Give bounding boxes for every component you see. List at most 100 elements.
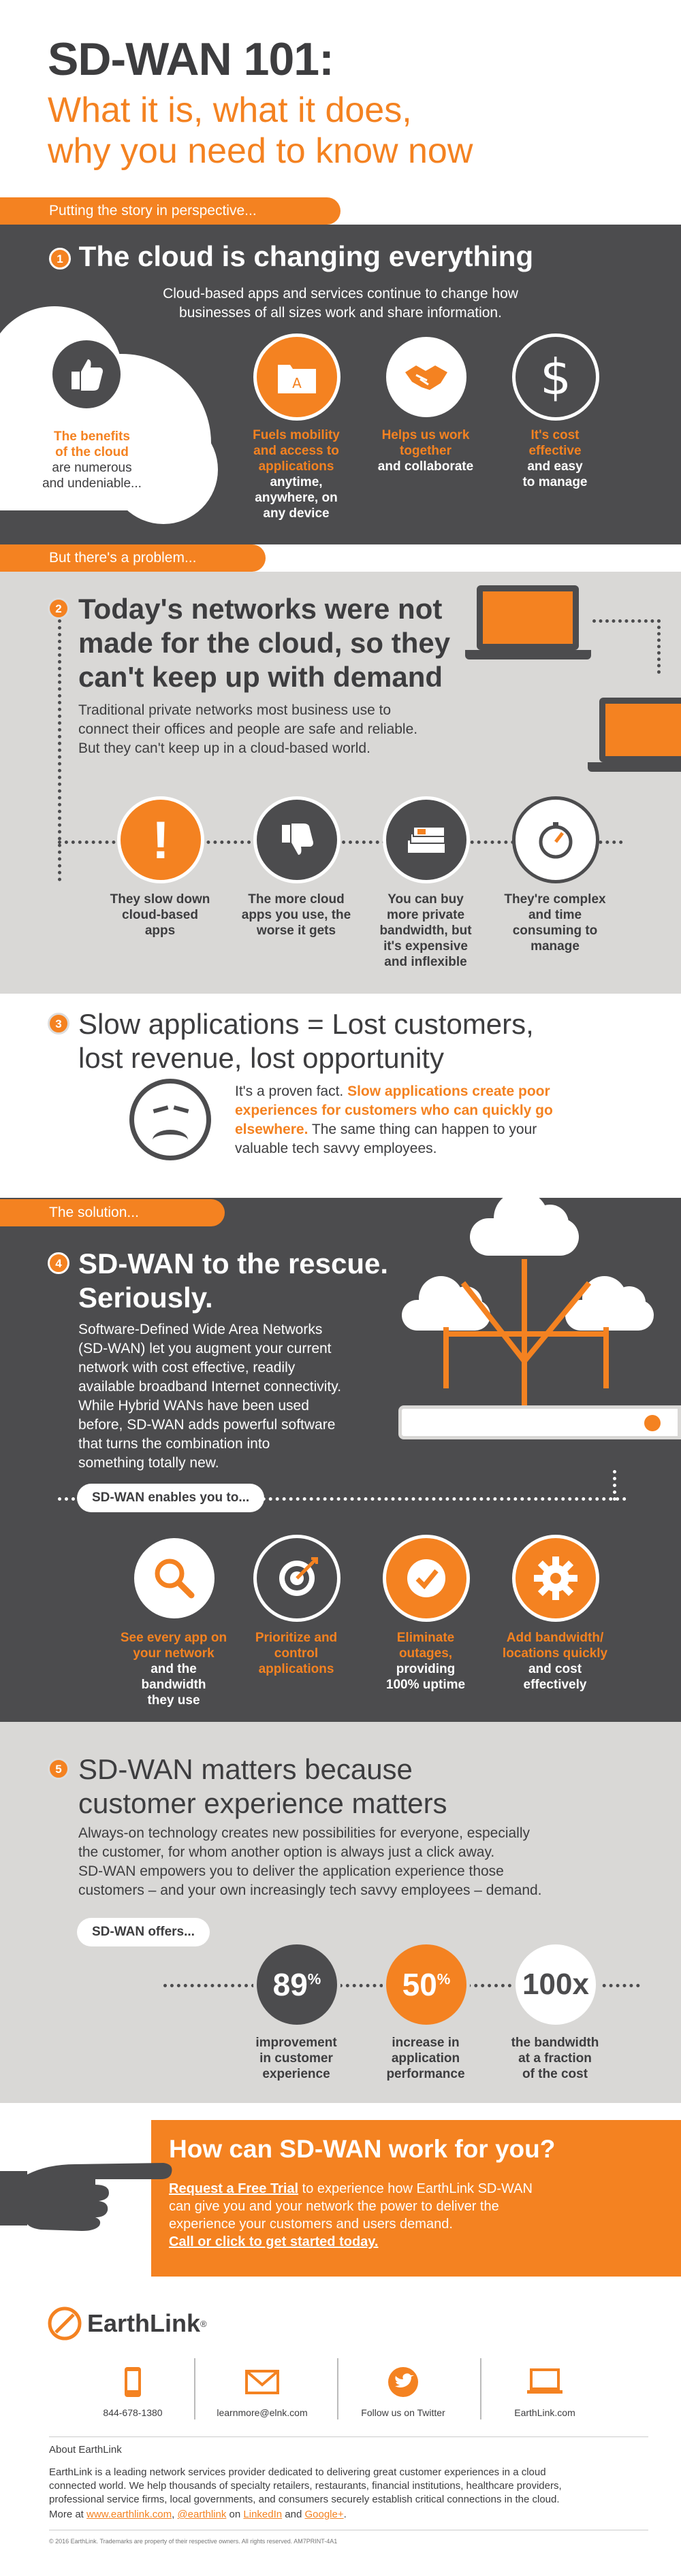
twitter-icon <box>388 2367 418 2397</box>
enables-prioritize: Prioritize and control applications <box>232 1630 361 1677</box>
googleplus-link[interactable]: Google+ <box>304 2509 344 2520</box>
section1-title: 1 The cloud is changing everything <box>49 240 533 274</box>
section2-body-line-1: Traditional private networks most busine… <box>78 702 392 718</box>
contact-row <box>65 2358 616 2419</box>
problem-more-apps: The more cloud apps you use, the worse i… <box>232 892 361 939</box>
intro-line-2: businesses of all sizes work and share i… <box>179 305 502 321</box>
problem-3-line-1: You can buy <box>387 892 464 907</box>
section-number-1: 1 <box>49 247 71 270</box>
more-sep-1: , <box>172 2509 178 2520</box>
twitter-handle-link[interactable]: @earthlink <box>177 2509 227 2520</box>
stat-1-line-2: in customer <box>259 2051 333 2066</box>
more-prefix: More at <box>49 2509 87 2520</box>
section3-text-c2: valuable tech savvy employees. <box>235 1141 437 1156</box>
section2-body-line-3: But they can't keep up in a cloud-based … <box>78 740 370 756</box>
contact-phone[interactable]: 844-678-1380 <box>68 2365 197 2418</box>
section4-body-line-6: before, SD-WAN adds powerful software <box>78 1417 336 1433</box>
about-title: About EarthLink <box>49 2444 122 2456</box>
dotted-connector <box>657 619 661 674</box>
cta-text-2: can give you and your network the power … <box>169 2199 499 2214</box>
section4-body: Software-Defined Wide Area Networks(SD-W… <box>78 1320 405 1473</box>
contact-email[interactable]: learnmore@elnk.com <box>197 2365 327 2418</box>
section3-title-line-1: Slow applications = Lost customers, <box>78 1008 534 1040</box>
svg-text:A: A <box>292 375 302 391</box>
tab-perspective: Putting the story in perspective... <box>0 197 340 225</box>
benefit-2-line-2: together <box>400 444 452 458</box>
linkedin-link[interactable]: LinkedIn <box>243 2509 283 2520</box>
section4-title-line-2: Seriously. <box>78 1282 213 1314</box>
section4-body-line-5: While Hybrid WANs have been used <box>78 1398 309 1414</box>
stat-app-performance: increase in application performance <box>361 2035 490 2082</box>
section3-text-b2: experiences for customers who can quickl… <box>235 1103 553 1118</box>
stat-circle: 89% <box>253 1941 340 2028</box>
section5-body: Always-on technology creates new possibi… <box>78 1824 664 1900</box>
stat-2-line-1: increase in <box>392 2036 460 2050</box>
earthlink-brand: EarthLink <box>87 2309 201 2337</box>
phone-icon <box>125 2367 141 2397</box>
benefit-1-line-4: anytime, <box>270 475 323 489</box>
section2-title-line-1: Today's networks were not <box>78 593 443 625</box>
section3-title: Slow applications = Lost customers, lost… <box>78 1007 534 1075</box>
enable-3-line-3: providing <box>396 1662 456 1676</box>
section2-body-line-2: connect their offices and people are saf… <box>78 721 418 737</box>
section-number-4: 4 <box>48 1252 69 1274</box>
footer: EarthLink® 844-678-1380 learnmore@elnk.c… <box>0 2277 681 2576</box>
section4-body-line-7: that turns the combination into <box>78 1436 270 1452</box>
contact-website[interactable]: EarthLink.com <box>480 2365 609 2418</box>
problem-complex: They're complex and time consuming to ma… <box>490 892 620 954</box>
call-to-action: How can SD-WAN work for you? Request a F… <box>0 2120 681 2277</box>
problem-3-line-2: more private <box>386 908 465 922</box>
problem-4-line-2: and time <box>528 908 582 922</box>
enable-4-line-3: and cost <box>528 1662 582 1676</box>
dollar-icon: $ <box>512 333 599 421</box>
checkmark-icon <box>383 1535 470 1622</box>
section4-body-line-3: network with cost effective, readily <box>78 1360 296 1375</box>
dotted-connector <box>58 841 623 844</box>
contact-website-label: EarthLink.com <box>514 2407 575 2418</box>
stat-1-value: 89 <box>272 1967 308 2002</box>
request-trial-link[interactable]: Request a Free Trial <box>169 2181 299 2196</box>
stat-1-line-1: improvement <box>255 2036 337 2050</box>
section4-body-line-2: (SD-WAN) let you augment your current <box>78 1341 332 1356</box>
more-sep-3: and <box>282 2509 305 2520</box>
stat-bandwidth: the bandwidth at a fraction of the cost <box>490 2035 620 2082</box>
website-link[interactable]: www.earthlink.com <box>86 2509 172 2520</box>
section2-title-line-2: made for the cloud, so they <box>78 627 451 659</box>
benefit-2-line-3: and collaborate <box>377 459 474 474</box>
section4-body-line-8: something totally new. <box>78 1455 219 1471</box>
sad-face-icon <box>129 1079 211 1160</box>
section3-body: It's a proven fact. Slow applications cr… <box>235 1082 616 1158</box>
cloud-icon <box>470 1191 579 1256</box>
section-solution: 4 SD-WAN to the rescue. Seriously. Softw… <box>0 1191 681 1722</box>
benefit-1-line-2: and access to <box>253 444 339 458</box>
dotted-connector <box>592 619 661 623</box>
contact-twitter[interactable]: Follow us on Twitter <box>338 2365 468 2418</box>
benefits-line-3: are numerous <box>52 461 132 475</box>
more-end: . <box>343 2509 347 2520</box>
problem-2-line-2: apps you use, the <box>241 908 351 922</box>
get-started-link[interactable]: Call or click to get started today. <box>169 2234 379 2249</box>
tab-problem: But there's a problem... <box>0 544 266 572</box>
stat-1-line-3: experience <box>262 2067 330 2081</box>
tab-solution: The solution... <box>0 1199 225 1226</box>
section2-title-line-3: can't keep up with demand <box>78 661 443 693</box>
section5-title-line-1: SD-WAN matters because <box>78 1753 413 1785</box>
enable-1-line-5: they use <box>147 1693 200 1708</box>
cloud-icon <box>565 1276 654 1331</box>
intro-line-1: Cloud-based apps and services continue t… <box>163 286 518 301</box>
benefit-1-line-5: anywhere, on <box>255 491 338 505</box>
benefit-3-line-3: and easy <box>527 459 583 474</box>
problem-expensive: You can buy more private bandwidth, but … <box>361 892 490 970</box>
problem-2-line-1: The more cloud <box>248 892 345 907</box>
stat-circle: 100x <box>512 1941 599 2028</box>
magnifier-icon <box>131 1535 218 1622</box>
section3-text-b3: elsewhere. <box>235 1122 308 1137</box>
contact-twitter-label: Follow us on Twitter <box>361 2407 445 2418</box>
section3-text-a: It's a proven fact. <box>235 1083 348 1099</box>
envelope-icon <box>245 2370 279 2394</box>
section5-title-line-2: customer experience matters <box>78 1787 447 1819</box>
problem-4-line-1: They're complex <box>504 892 606 907</box>
problem-slow-apps: They slow down cloud-based apps <box>95 892 225 939</box>
divider <box>49 2436 648 2437</box>
